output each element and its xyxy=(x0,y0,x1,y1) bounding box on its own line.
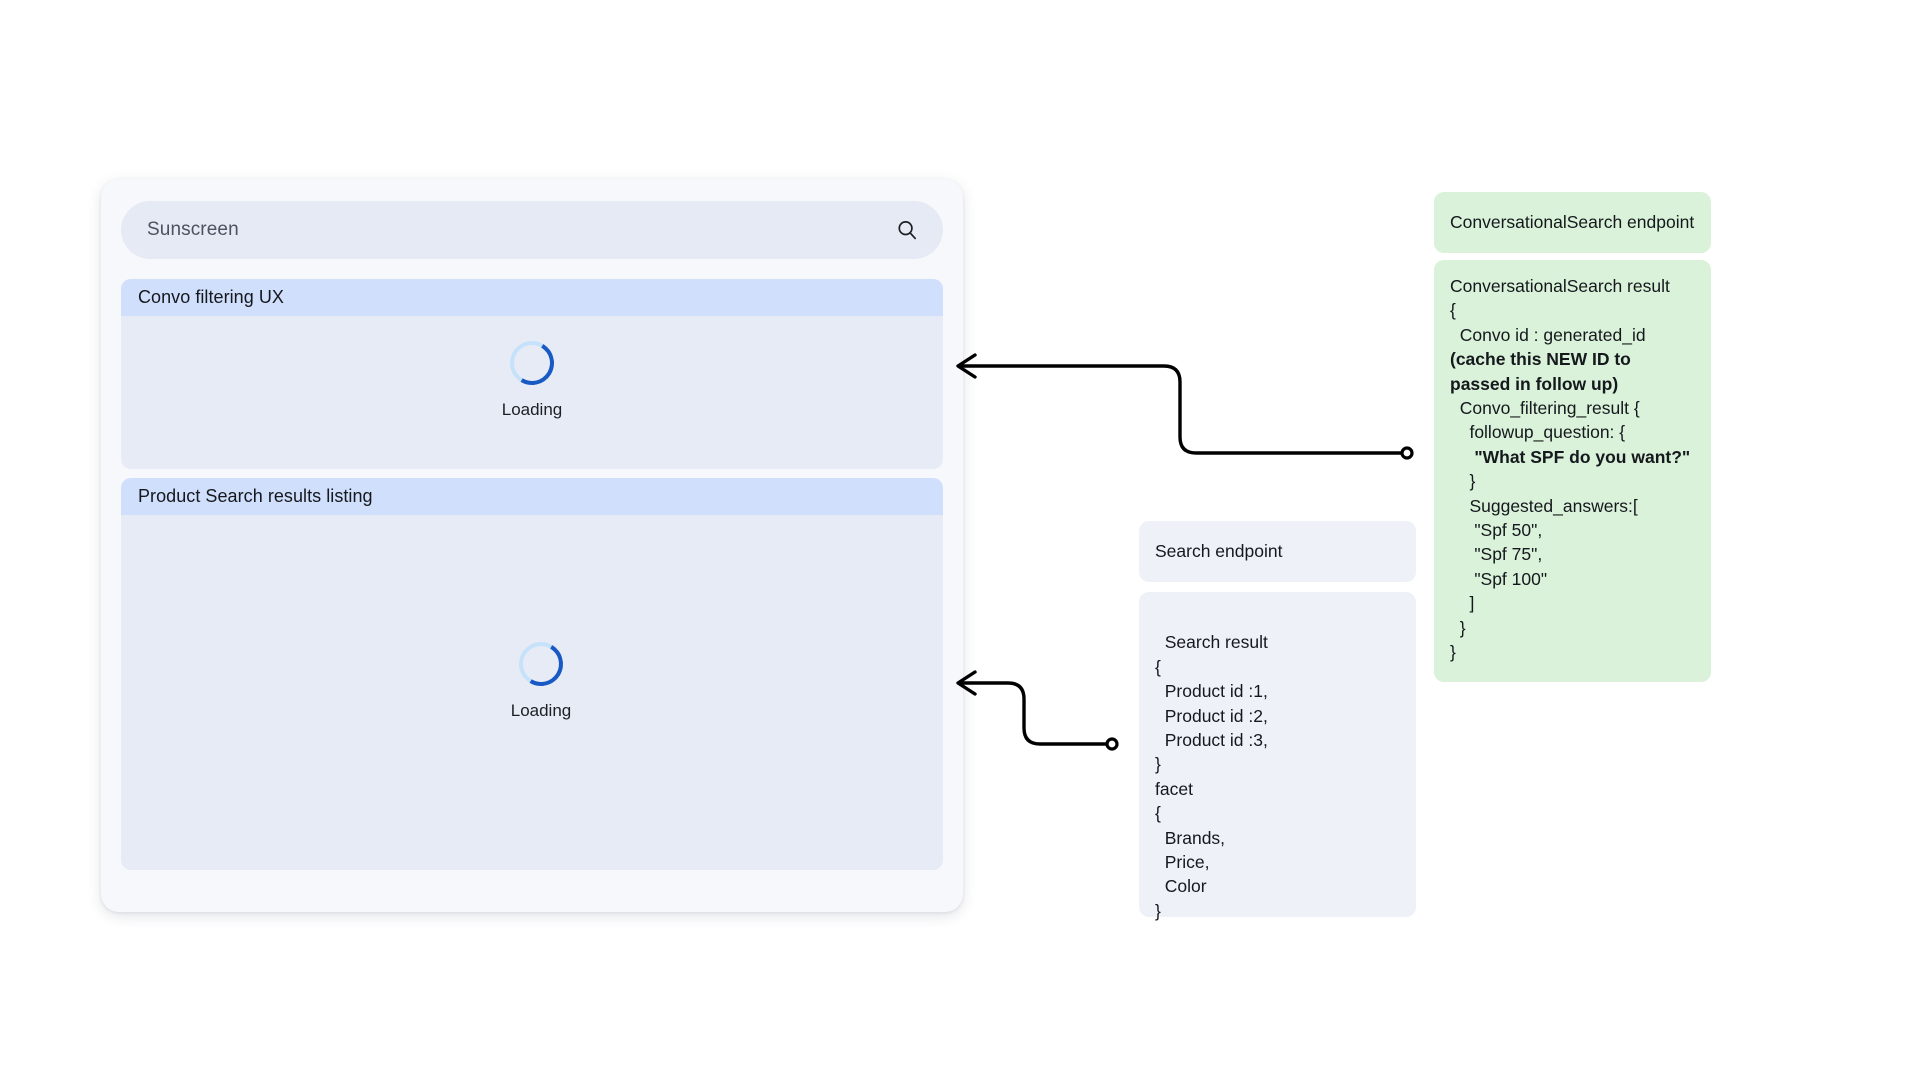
cs-line-7: } xyxy=(1450,471,1476,492)
note-conversationalsearch-endpoint-title: ConversationalSearch endpoint xyxy=(1450,212,1695,233)
cs-line-10: "Spf 75", xyxy=(1450,544,1543,565)
loading-spinner-icon xyxy=(514,637,568,691)
cs-line-5: followup_question: { xyxy=(1450,422,1626,443)
card-body-product-search-results-listing: Loading xyxy=(121,515,943,870)
cs-line-14: } xyxy=(1450,642,1456,663)
cs-line-3-plain: Convo id : generated_id xyxy=(1450,324,1651,345)
card-header-label: Product Search results listing xyxy=(138,486,373,506)
cs-line-3-bold: (cache this NEW ID to passed in follow u… xyxy=(1450,349,1636,394)
card-header-product-search-results-listing: Product Search results listing xyxy=(121,478,943,515)
card-header-convo-filtering-ux: Convo filtering UX xyxy=(121,279,943,316)
cs-line-12: ] xyxy=(1450,593,1475,614)
search-input[interactable]: Sunscreen xyxy=(121,201,943,259)
connector-endpoint-dot xyxy=(1105,737,1119,751)
cs-line-8: Suggested_answers:[ xyxy=(1450,495,1638,516)
loading-label: Loading xyxy=(510,701,572,720)
note-search-result-body: Search result { Product id :1, Product i… xyxy=(1155,632,1268,921)
note-search-result: Search result { Product id :1, Product i… xyxy=(1139,592,1416,921)
search-icon[interactable] xyxy=(893,216,921,244)
connector-endpoint-dot xyxy=(1400,446,1414,460)
connector-search-result-to-app xyxy=(956,670,1119,751)
cs-line-6: "What SPF do you want?" xyxy=(1450,446,1691,467)
cs-line-13: } xyxy=(1450,617,1466,638)
note-conversationalsearch-result: ConversationalSearch result { Convo id :… xyxy=(1434,260,1711,682)
loading-label: Loading xyxy=(501,400,563,419)
loading-spinner-icon xyxy=(505,336,559,390)
note-conversationalsearch-endpoint: ConversationalSearch endpoint xyxy=(1434,192,1711,253)
mock-application-panel: Sunscreen Convo filtering UX Loading Pr xyxy=(101,179,963,912)
loading-state: Loading xyxy=(121,637,943,721)
loading-state: Loading xyxy=(121,336,943,420)
cs-line-2: { xyxy=(1450,300,1456,321)
card-convo-filtering-ux: Convo filtering UX Loading xyxy=(121,279,943,469)
cs-line-1: ConversationalSearch result xyxy=(1450,276,1670,296)
note-search-endpoint-title: Search endpoint xyxy=(1155,541,1283,562)
card-body-convo-filtering-ux: Loading xyxy=(121,316,943,469)
cs-line-4: Convo_filtering_result { xyxy=(1450,398,1640,419)
card-product-search-results-listing: Product Search results listing Loading xyxy=(121,478,943,870)
cs-line-9: "Spf 50", xyxy=(1450,520,1543,541)
cs-line-11: "Spf 100" xyxy=(1450,568,1548,589)
connector-convo-result-to-app xyxy=(956,353,1414,460)
note-search-endpoint: Search endpoint xyxy=(1139,521,1416,582)
card-header-label: Convo filtering UX xyxy=(138,287,284,307)
search-input-value: Sunscreen xyxy=(147,219,239,240)
